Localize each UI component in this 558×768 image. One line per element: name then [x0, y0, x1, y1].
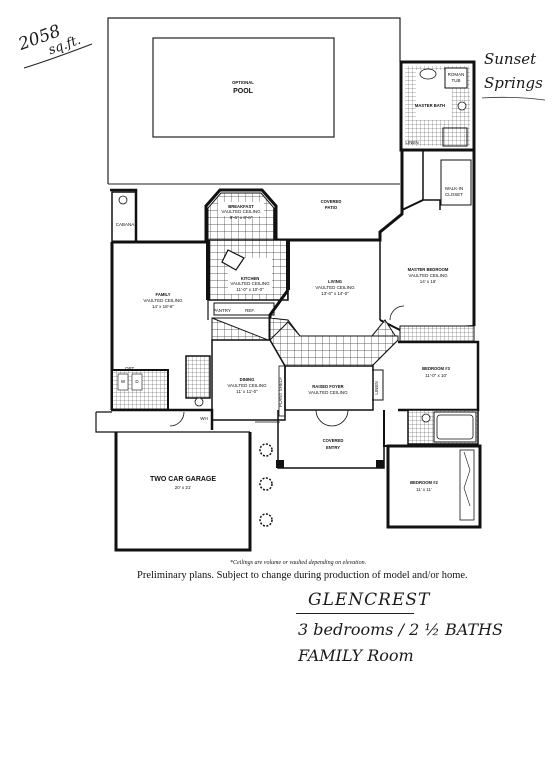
roman-tub — [444, 67, 468, 89]
bedroom2-label: BEDROOM #2 — [410, 480, 438, 485]
living-size: 13'-0" x 14'-0" — [321, 291, 349, 296]
garage-size: 20' x 21' — [175, 485, 192, 490]
breakfast-ceiling: VAULTED CEILING — [221, 209, 261, 214]
wh-label: WH — [200, 416, 208, 421]
kitchen-ceiling: VAULTED CEILING — [230, 281, 270, 286]
shrub — [259, 513, 273, 527]
breakfast-size: 9'-6" x 8'-6" — [230, 215, 253, 220]
pantry-label: PANTRY — [213, 308, 231, 313]
laundry-opt: OPT. — [125, 366, 135, 371]
family-room: FAMILY VAULTED CEILING 14' x 18'-6" — [112, 241, 209, 320]
entry-label-2: ENTRY — [326, 445, 340, 450]
master-bedroom-ceiling: VAULTED CEILING — [408, 273, 448, 278]
bedroom-2: BEDROOM #2 11' x 11' — [386, 444, 482, 529]
model-name-underline — [296, 613, 414, 614]
dining-ceiling: VAULTED CEILING — [227, 383, 267, 388]
covered-entry: COVERED ENTRY — [276, 409, 385, 469]
living-label: LIVING — [328, 279, 342, 284]
bedroom-3: BEDROOM #3 11'-0" x 10' — [398, 325, 480, 412]
patio-label-2: PATIO — [325, 205, 338, 210]
pool-enclosure: OPTIONAL POOL — [107, 17, 401, 184]
bedroom3-label: BEDROOM #3 — [422, 366, 450, 371]
ceilings-note: *Ceilings are volume or vaulted dependin… — [230, 560, 367, 566]
cabana: CABANA — [111, 191, 137, 243]
foyer-ceiling: VAULTED CEILING — [308, 390, 348, 395]
raised-foyer: RAISED FOYER VAULTED CEILING LINEN — [284, 365, 384, 411]
master-bedroom-label: MASTER BEDROOM — [408, 267, 449, 272]
kitchen-size: 11'-0" x 10'-0" — [236, 287, 264, 292]
covered-patio: COVERED PATIO — [108, 183, 400, 210]
cabana-label: CABANA — [116, 222, 135, 227]
pool-label-2: POOL — [233, 88, 254, 95]
community-name-line1: Sunset — [484, 50, 537, 68]
family-room-note: FAMILY Room — [298, 646, 414, 665]
entry-label: COVERED — [323, 438, 344, 443]
hall-bath — [407, 409, 479, 445]
plant-shelf-label: PLANT SHELF — [278, 377, 283, 407]
kitchen-label: KITCHEN — [241, 276, 260, 281]
bedroom2-size: 11' x 11' — [416, 487, 432, 492]
patio-label: COVERED — [321, 199, 342, 204]
breakfast-nook: BREAKFAST VAULTED CEILING 9'-6" x 8'-6" — [207, 192, 275, 241]
breakfast-label: BREAKFAST — [228, 204, 254, 209]
model-name: GLENCREST — [308, 590, 431, 610]
tiled-hallway — [211, 317, 399, 367]
laundry: W D OPT. WH — [111, 355, 211, 421]
walk-in-label: WALK-IN — [445, 186, 464, 191]
ref-label: REF. — [245, 308, 255, 313]
master-bedroom: MASTER BEDROOM VAULTED CEILING 14' x 16' — [379, 267, 475, 332]
master-bath-label: MASTER BATH — [415, 103, 445, 108]
laundry-w: W — [121, 379, 126, 384]
bedroom3-size: 11'-0" x 10' — [425, 373, 447, 378]
shrub — [259, 477, 273, 491]
garage: TWO CAR GARAGE 20' x 21' — [95, 408, 252, 552]
community-underline — [481, 96, 546, 101]
kitchen: KITCHEN VAULTED CEILING 11'-0" x 10'-0" … — [206, 239, 290, 316]
living-ceiling: VAULTED CEILING — [315, 285, 355, 290]
linen-mb-label: LINEN — [405, 140, 418, 145]
walk-in-closet: WALK-IN CLOSET — [422, 150, 476, 326]
landscaping — [255, 421, 280, 527]
dining-room: DINING VAULTED CEILING 11' x 11'-0" PLAN… — [211, 339, 286, 421]
foyer-label: RAISED FOYER — [312, 384, 343, 389]
bedroom-hall — [383, 409, 408, 447]
dining-label: DINING — [240, 377, 255, 382]
family-label: FAMILY — [156, 292, 171, 297]
linen-hall-label: LINEN — [374, 381, 379, 394]
pool — [152, 37, 335, 138]
garage-label: TWO CAR GARAGE — [150, 476, 216, 483]
roman-tub-label-2: TUB — [452, 78, 461, 83]
master-bath-wing: MASTER BATH ROMAN TUB LINEN — [399, 60, 476, 152]
shrub — [259, 443, 273, 457]
sqft-underline — [23, 43, 93, 69]
master-bedroom-size: 14' x 16' — [420, 279, 437, 284]
dining-size: 11' x 11'-0" — [236, 389, 258, 394]
preliminary-note: Preliminary plans. Subject to change dur… — [137, 570, 468, 581]
pool-label: OPTIONAL — [232, 80, 254, 85]
family-ceiling: VAULTED CEILING — [143, 298, 183, 303]
family-size: 14' x 18'-6" — [152, 304, 174, 309]
roman-tub-label: ROMAN — [448, 72, 465, 77]
walk-in-label-2: CLOSET — [445, 192, 463, 197]
community-name-line2: Springs — [484, 74, 543, 92]
beds-baths: 3 bedrooms / 2 ½ BATHS — [298, 620, 503, 639]
laundry-d: D — [135, 379, 139, 384]
